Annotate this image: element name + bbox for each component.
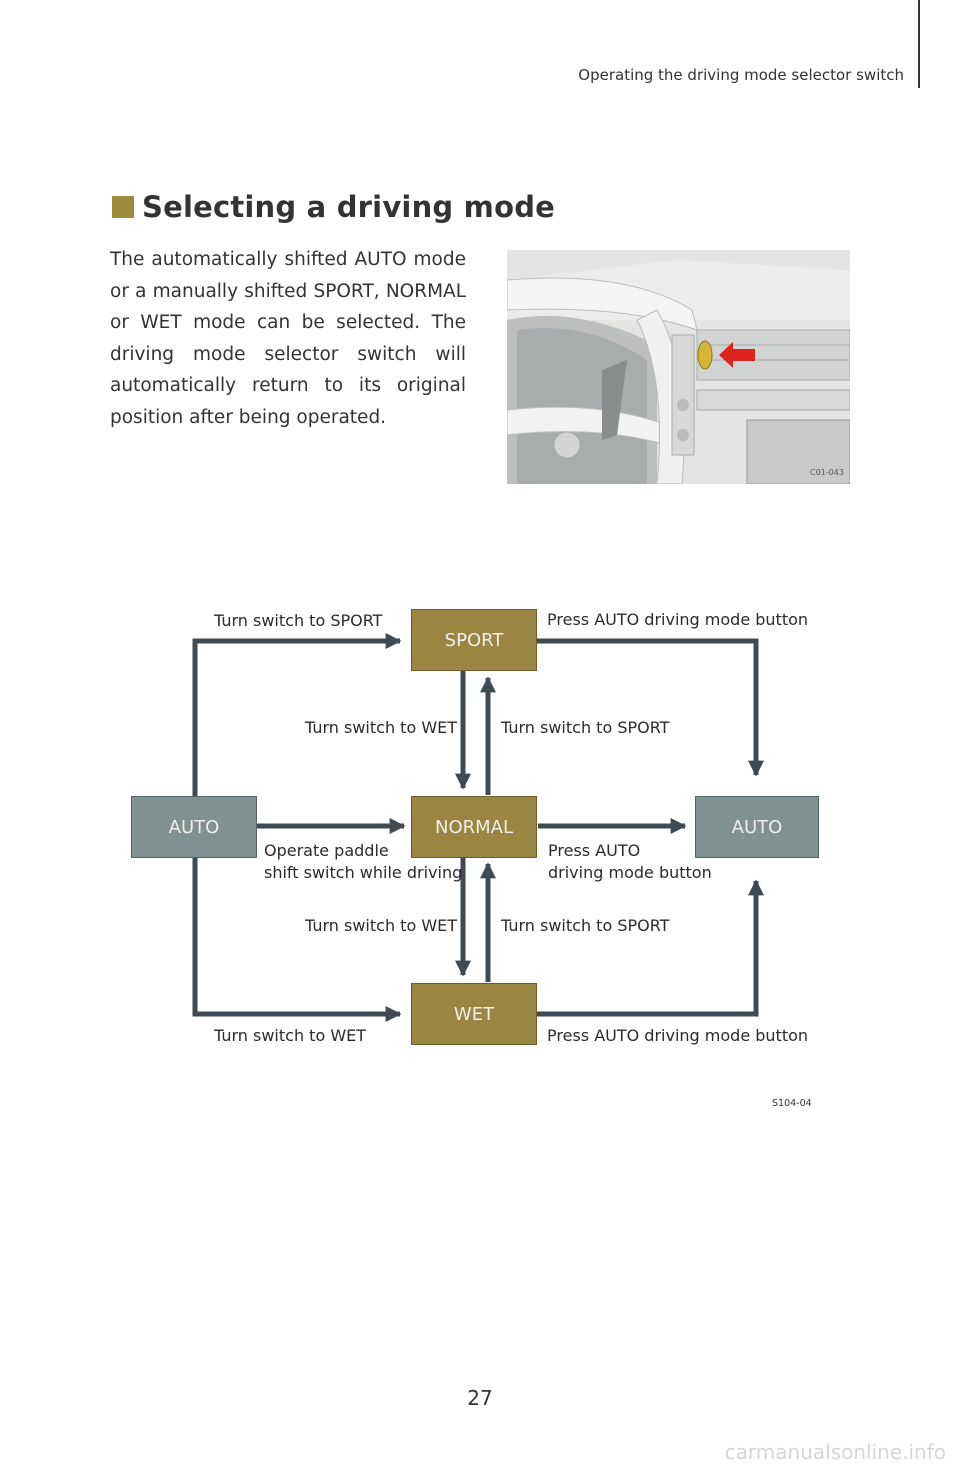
- arrow-sport-to-auto: [537, 641, 756, 775]
- label-auto-to-normal-line1: Operate paddle: [264, 840, 389, 862]
- mode-box-sport: SPORT: [411, 609, 537, 671]
- mode-box-auto-left: AUTO: [131, 796, 257, 858]
- label-auto-to-normal-line2: shift switch while driving: [264, 862, 462, 884]
- watermark: carmanualsonline.info: [725, 1440, 946, 1464]
- label-normal-to-auto-line1: Press AUTO: [548, 840, 640, 862]
- label-wet-to-normal: Turn switch to SPORT: [501, 915, 669, 937]
- label-normal-to-sport: Turn switch to SPORT: [501, 717, 669, 739]
- mode-box-normal: NORMAL: [411, 796, 537, 858]
- label-sport-to-normal: Turn switch to WET: [305, 717, 457, 739]
- label-normal-to-wet: Turn switch to WET: [305, 915, 457, 937]
- diagram-code: S104-04: [772, 1098, 812, 1109]
- page-number: 27: [0, 1386, 960, 1410]
- label-auto-to-wet: Turn switch to WET: [214, 1025, 366, 1047]
- label-normal-to-auto-line2: driving mode button: [548, 862, 712, 884]
- label-sport-to-auto: Press AUTO driving mode button: [547, 609, 808, 631]
- mode-box-wet: WET: [411, 983, 537, 1045]
- mode-box-auto-right: AUTO: [695, 796, 819, 858]
- label-wet-to-auto: Press AUTO driving mode button: [547, 1025, 808, 1047]
- arrow-wet-to-auto: [537, 881, 756, 1014]
- label-auto-to-sport: Turn switch to SPORT: [214, 610, 382, 632]
